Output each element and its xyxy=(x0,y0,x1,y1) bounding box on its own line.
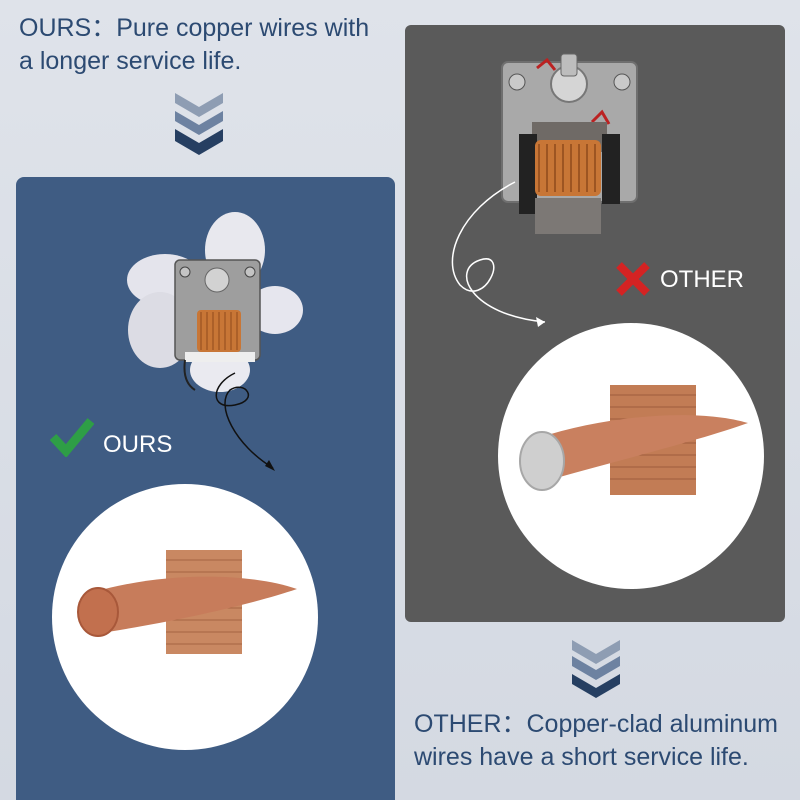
other-caption-line1: OTHER：Copper-clad aluminum xyxy=(414,710,779,738)
other-caption: OTHER：Copper-clad aluminum wires have a … xyxy=(414,708,799,774)
other-wire-circle xyxy=(498,323,764,589)
ours-wire-circle xyxy=(52,484,318,750)
chevron-down-icon xyxy=(175,93,223,155)
other-pointer-line xyxy=(440,170,560,340)
other-label: OTHER xyxy=(660,266,744,293)
ours-caption-line1: OURS：Pure copper wires with xyxy=(19,14,370,42)
other-motor-image xyxy=(497,52,647,242)
other-caption-line2: wires have a short service life. xyxy=(414,743,749,771)
ours-caption-line2: a longer service life. xyxy=(19,47,242,75)
ours-caption: OURS：Pure copper wires with a longer ser… xyxy=(19,12,399,78)
chevron-down-icon xyxy=(572,640,620,698)
ours-label: OURS xyxy=(103,431,173,458)
ours-pointer-line xyxy=(205,365,285,480)
green-check-icon xyxy=(50,417,94,457)
ours-motor-image xyxy=(125,210,310,400)
red-x-icon xyxy=(616,262,650,296)
